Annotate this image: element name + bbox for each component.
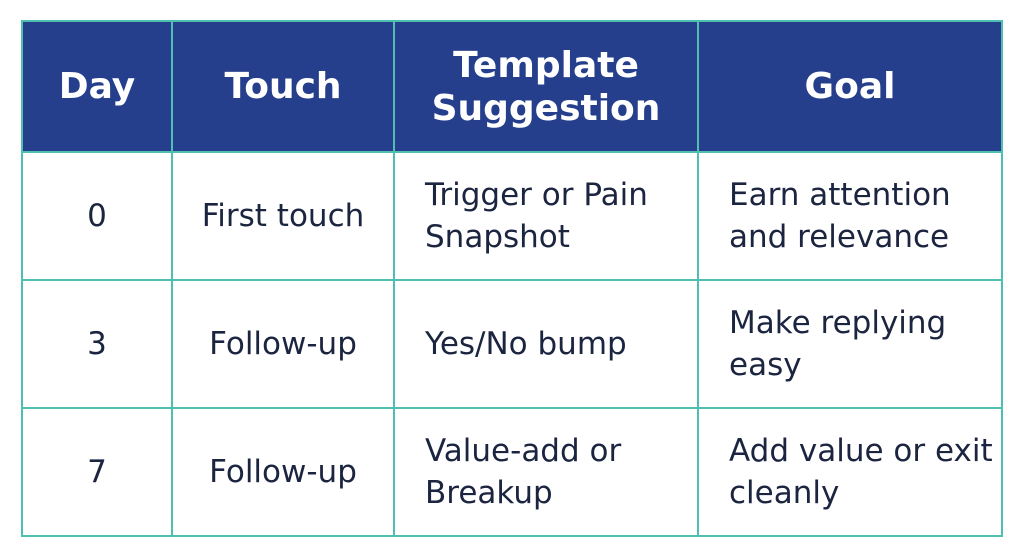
header-template-suggestion: Template Suggestion	[393, 20, 699, 153]
cell-touch: Follow-up	[171, 407, 395, 537]
header-goal: Goal	[697, 20, 1003, 153]
cell-day: 0	[21, 151, 173, 281]
cell-goal: Add value or exit cleanly	[697, 407, 1003, 537]
cell-touch: Follow-up	[171, 279, 395, 409]
cell-template: Trigger or Pain Snapshot	[393, 151, 699, 281]
header-touch: Touch	[171, 20, 395, 153]
cell-day: 7	[21, 407, 173, 537]
cell-template: Value-add or Breakup	[393, 407, 699, 537]
table-row: 0 First touch Trigger or Pain Snapshot E…	[21, 151, 1003, 281]
table-header-row: Day Touch Template Suggestion Goal	[21, 20, 1003, 153]
cadence-table: Day Touch Template Suggestion Goal 0 Fir…	[21, 20, 1003, 537]
table-row: 7 Follow-up Value-add or Breakup Add val…	[21, 407, 1003, 537]
cell-day: 3	[21, 279, 173, 409]
cell-touch: First touch	[171, 151, 395, 281]
cell-goal: Earn attention and relevance	[697, 151, 1003, 281]
cell-template: Yes/No bump	[393, 279, 699, 409]
cell-goal: Make replying easy	[697, 279, 1003, 409]
cadence-table-container: Day Touch Template Suggestion Goal 0 Fir…	[21, 20, 1003, 537]
header-day: Day	[21, 20, 173, 153]
table-row: 3 Follow-up Yes/No bump Make replying ea…	[21, 279, 1003, 409]
